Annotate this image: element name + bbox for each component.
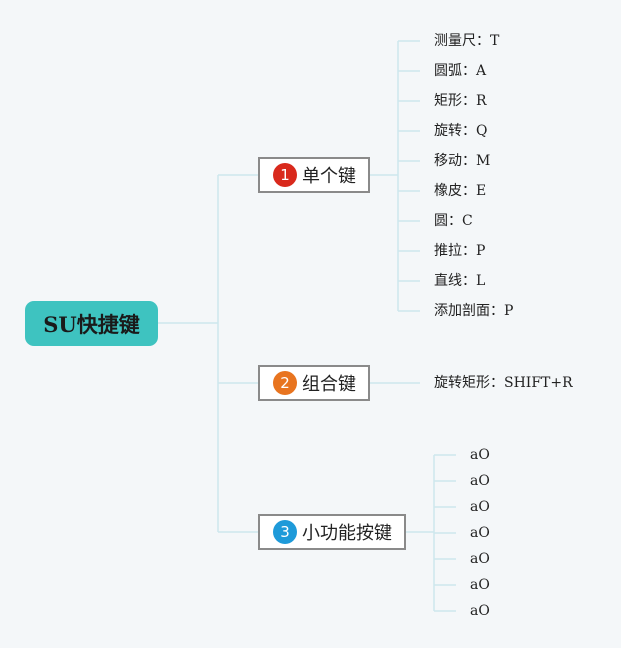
- leaf-node[interactable]: 圆：C: [434, 213, 473, 229]
- branch-label: 单个键: [302, 166, 356, 187]
- leaf-node[interactable]: 圆弧：A: [434, 63, 487, 79]
- leaf-node[interactable]: 推拉：P: [434, 243, 486, 259]
- leaf-node[interactable]: aO: [470, 499, 490, 515]
- leaf-node[interactable]: 直线：L: [434, 273, 486, 289]
- number-badge-icon: 3: [273, 520, 297, 544]
- branch-label: 组合键: [302, 374, 356, 395]
- leaf-node[interactable]: 旋转矩形：SHIFT+R: [434, 375, 573, 391]
- leaf-node[interactable]: aO: [470, 577, 490, 593]
- number-badge-icon: 2: [273, 371, 297, 395]
- leaf-node[interactable]: aO: [470, 525, 490, 541]
- branch-node-combo-keys[interactable]: 2 组合键: [258, 365, 370, 401]
- leaf-node[interactable]: 橡皮：E: [434, 183, 487, 199]
- root-node[interactable]: SU快捷键: [25, 301, 158, 346]
- leaf-node[interactable]: 旋转：Q: [434, 123, 488, 139]
- number-badge-icon: 1: [273, 163, 297, 187]
- leaf-node[interactable]: aO: [470, 447, 490, 463]
- branch-label: 小功能按键: [302, 523, 392, 544]
- leaf-node[interactable]: 添加剖面：P: [434, 303, 514, 319]
- leaf-node[interactable]: 矩形：R: [434, 93, 487, 109]
- branch-node-single-keys[interactable]: 1 单个键: [258, 157, 370, 193]
- leaf-node[interactable]: 测量尺：T: [434, 33, 500, 49]
- branch-node-function-keys[interactable]: 3 小功能按键: [258, 514, 406, 550]
- root-label: SU快捷键: [43, 311, 140, 337]
- leaf-node[interactable]: aO: [470, 473, 490, 489]
- leaf-node[interactable]: 移动：M: [434, 153, 491, 169]
- leaf-node[interactable]: aO: [470, 551, 490, 567]
- leaf-node[interactable]: aO: [470, 603, 490, 619]
